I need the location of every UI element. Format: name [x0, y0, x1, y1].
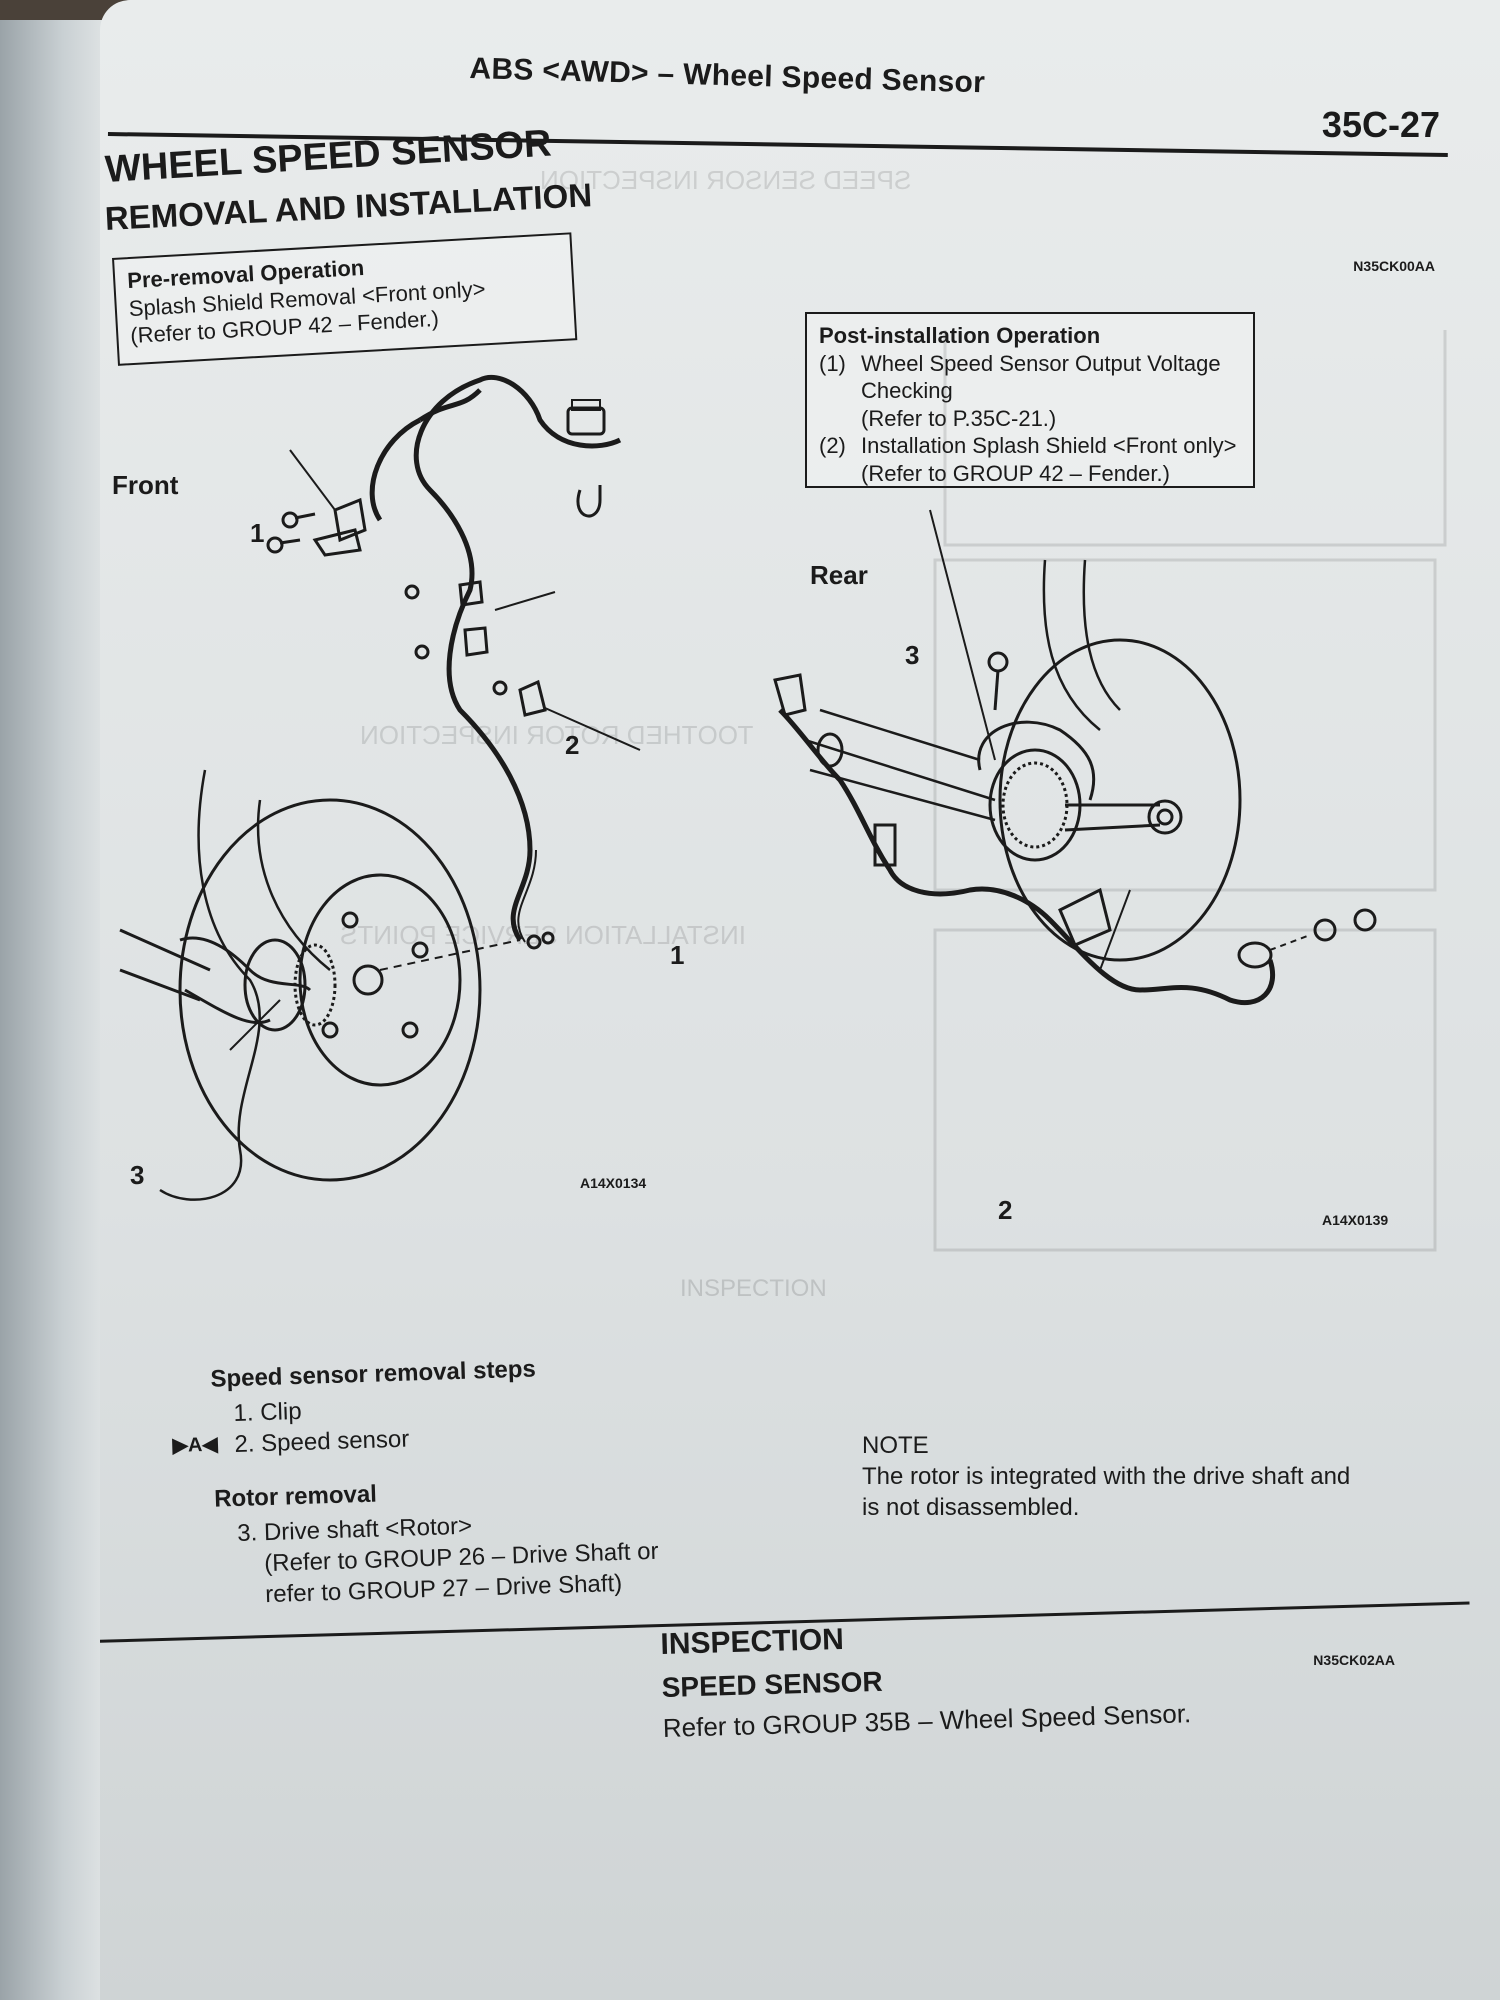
step-text: 2. Speed sensor — [234, 1425, 410, 1459]
item-number: (1) — [819, 350, 846, 376]
reference-code: N35CK00AA — [1353, 258, 1435, 274]
manual-page: SPEED SENSOR INSPECTION TOOTHED ROTOR IN… — [100, 0, 1500, 2000]
callout-number: 3 — [130, 1160, 145, 1190]
note-title: NOTE — [862, 1432, 929, 1459]
callout-number: 2 — [998, 1195, 1013, 1225]
callout-number: 1 — [250, 518, 265, 548]
front-label: Front — [112, 470, 179, 500]
item-line: (Refer to P.35C-21.) — [861, 405, 1057, 431]
post-installation-box: Post-installation Operation (1) Wheel Sp… — [805, 312, 1255, 488]
item-line: Checking — [861, 378, 953, 403]
post-installation-title: Post-installation Operation — [819, 323, 1101, 348]
wheel-speed-sensor-diagram — [119, 330, 1447, 1252]
rear-assembly — [773, 509, 1377, 1006]
callout-number: 1 — [670, 940, 685, 970]
reference-code: N35CK02AA — [1313, 1652, 1395, 1668]
item-number: (2) — [819, 433, 846, 458]
post-installation-item: (2) Installation Splash Shield <Front on… — [819, 432, 1241, 487]
inspection-title: INSPECTION — [660, 1622, 845, 1661]
service-point-mark: ▶A◀ — [172, 1433, 219, 1458]
figure-code: A14X0139 — [1322, 1212, 1389, 1228]
note-block: NOTE The rotor is integrated with the dr… — [862, 1430, 1350, 1524]
note-line: is not disassembled. — [862, 1494, 1080, 1522]
callout-number: 3 — [905, 640, 920, 670]
bleed-through-text: INSPECTION — [680, 1275, 827, 1302]
post-installation-item: (1) Wheel Speed Sensor Output Voltage Ch… — [819, 350, 1241, 433]
section-title: ABS <AWD> – Wheel Speed Sensor — [469, 52, 986, 100]
service-point-mark — [171, 1398, 234, 1431]
bleed-through-text: SPEED SENSOR INSPECTION — [540, 165, 912, 195]
callout-number: 2 — [565, 730, 580, 760]
item-line: Wheel Speed Sensor Output Voltage — [861, 350, 1221, 376]
front-assembly — [119, 374, 641, 1201]
inspection-section: INSPECTION SPEED SENSOR Refer to GROUP 3… — [660, 1610, 1192, 1746]
bleed-through-figures — [933, 330, 1447, 1252]
item-line: Installation Splash Shield <Front only> — [861, 433, 1237, 458]
inspection-subtitle: SPEED SENSOR — [661, 1665, 884, 1703]
note-line: The rotor is integrated with the drive s… — [862, 1463, 1351, 1491]
step-text: 1. Clip — [233, 1398, 302, 1428]
inspection-text: Refer to GROUP 35B – Wheel Speed Sensor. — [662, 1698, 1192, 1744]
item-line: (Refer to GROUP 42 – Fender.) — [861, 460, 1170, 486]
figure-code: A14X0134 — [580, 1175, 647, 1191]
rear-label: Rear — [810, 560, 868, 590]
adjacent-page-edge — [0, 20, 105, 2000]
page-number: 35C-27 — [1321, 104, 1440, 145]
removal-steps: Speed sensor removal steps 1. Clip ▶A◀ 2… — [170, 1350, 660, 1613]
